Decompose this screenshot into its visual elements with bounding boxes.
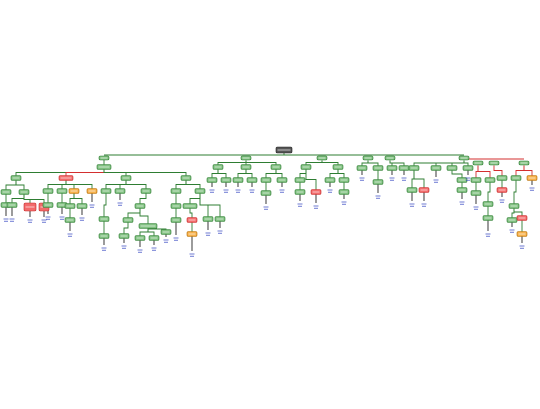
tree-edge — [211, 169, 219, 178]
tree-edge — [189, 208, 193, 218]
tree-edge — [515, 165, 525, 176]
tree-edge — [73, 193, 83, 204]
tree-edge — [199, 193, 221, 217]
tree-edge — [413, 170, 425, 188]
tree-edge — [305, 169, 317, 190]
tree-edge — [493, 165, 503, 176]
tree-edge — [61, 180, 67, 189]
tree-edge — [125, 180, 147, 189]
tree-edge — [265, 169, 277, 178]
tree-edge — [513, 208, 523, 216]
tree-edge — [5, 180, 17, 190]
tree-edge — [189, 193, 201, 204]
tree-edge — [65, 180, 93, 189]
tree-edge — [23, 194, 45, 205]
tree-edge — [487, 182, 491, 202]
tree-edge — [103, 193, 107, 217]
tree-edge — [389, 160, 405, 166]
tree-edge — [245, 169, 253, 178]
tree-edge — [139, 193, 147, 204]
tree-edge — [321, 160, 339, 165]
tree-edge — [523, 165, 533, 176]
tree-edge — [337, 169, 345, 178]
tree-edge — [217, 160, 247, 165]
tree-edge — [147, 228, 155, 236]
tree-edge — [237, 169, 247, 178]
tree-edge — [103, 169, 187, 176]
tree-edge — [451, 170, 463, 178]
tree-edge — [127, 208, 141, 218]
tree-edge — [513, 180, 517, 204]
edge-layer — [5, 153, 533, 251]
tree-edge — [367, 160, 379, 166]
tree-edge — [245, 160, 277, 165]
tree-edge — [139, 208, 149, 224]
tree-edge — [217, 169, 227, 178]
tree-edge — [123, 222, 129, 234]
tree-edge — [361, 160, 369, 166]
tree-edge — [305, 160, 323, 165]
tree-edge — [451, 160, 465, 166]
tree-edge — [477, 165, 491, 178]
tree-edge — [65, 169, 105, 176]
tree-edge — [463, 160, 469, 166]
tree-edge — [175, 180, 187, 189]
tree-edge — [299, 169, 307, 178]
tree-edge — [185, 180, 201, 189]
tree-edge — [11, 194, 25, 203]
tree-edge — [119, 180, 127, 189]
tree-edge — [329, 169, 339, 178]
tree-edge — [275, 169, 283, 178]
tree-edge — [139, 228, 149, 236]
node-layer — [0, 146, 538, 257]
tree-edge — [69, 193, 75, 204]
tree-edge — [15, 180, 25, 190]
